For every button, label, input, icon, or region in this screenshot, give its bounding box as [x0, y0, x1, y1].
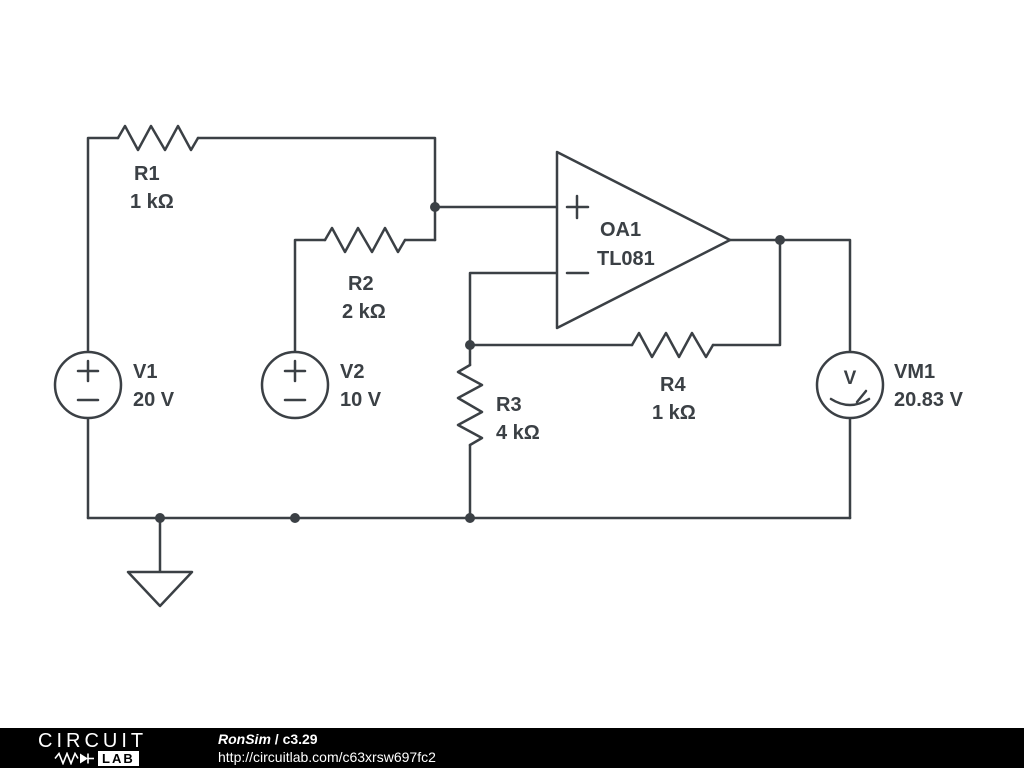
resistor-r3[interactable]: R3 4 kΩ: [456, 363, 540, 447]
v1-value-label: 20 V: [133, 389, 175, 411]
junction-dot: [465, 513, 475, 523]
circuitlab-logo: CIRCUIT LAB: [0, 731, 180, 766]
junction-dot: [430, 202, 440, 212]
r1-zigzag: [116, 124, 200, 152]
vm1-meter-arc: [829, 397, 871, 407]
vm1-meter-needle: [855, 389, 868, 404]
v2-value-label: 10 V: [340, 389, 382, 411]
wires: [86, 136, 852, 574]
source-v1[interactable]: V1 20 V: [53, 350, 175, 420]
r1-name-label: R1: [134, 163, 160, 185]
r1-value-label: 1 kΩ: [130, 191, 174, 213]
r3-value-label: 4 kΩ: [496, 422, 540, 444]
resistor-r1[interactable]: R1 1 kΩ: [116, 124, 200, 213]
circuit-id: c3.29: [282, 731, 318, 747]
v1-body: [53, 350, 123, 420]
opamp-oa1[interactable]: OA1 TL081: [555, 150, 732, 330]
wire-opamp-minus-feedback: [468, 271, 559, 347]
resistor-r4[interactable]: R4 1 kΩ: [630, 331, 715, 424]
r3-zigzag: [456, 363, 484, 447]
source-v2[interactable]: V2 10 V: [260, 350, 382, 420]
oa1-triangle: [555, 150, 732, 330]
r2-name-label: R2: [348, 273, 374, 295]
r3-name-label: R3: [496, 394, 522, 416]
oa1-noninverting-plus-icon: [565, 194, 590, 220]
oa1-part-label: TL081: [597, 248, 655, 270]
oa1-name-label: OA1: [600, 219, 641, 241]
vm1-value-label: 20.83 V: [894, 389, 964, 411]
voltmeter-vm1[interactable]: V VM1 20.83 V: [815, 350, 964, 420]
r4-zigzag: [630, 331, 715, 359]
circuitlab-logo-text: CIRCUIT: [38, 729, 148, 752]
wire-v2-to-r2: [293, 238, 327, 354]
circuit-url: http://circuitlab.com/c63xrsw697fc2: [218, 749, 436, 765]
v1-plus-icon: [76, 359, 100, 383]
v2-name-label: V2: [340, 361, 364, 383]
vm1-name-label: VM1: [894, 361, 935, 383]
circuit-author: RonSim: [218, 731, 271, 747]
junction-dot: [775, 235, 785, 245]
v1-name-label: V1: [133, 361, 157, 383]
vm1-meter-letter: V: [844, 368, 857, 389]
circuit-schematic: R1 1 kΩ R2 2 kΩ R3 4 kΩ R4 1 kΩ: [53, 124, 964, 608]
wire-r1-to-node: [196, 136, 437, 242]
ground-symbol[interactable]: [126, 570, 194, 608]
footer-bar: CIRCUIT LAB RonSim / c3.29 http://circui…: [0, 728, 1024, 768]
junction-dot: [290, 513, 300, 523]
ground-triangle-icon: [126, 570, 194, 608]
title-separator: /: [270, 731, 283, 747]
junction-dot: [155, 513, 165, 523]
r4-value-label: 1 kΩ: [652, 402, 696, 424]
wire-v1-to-r1: [86, 136, 120, 354]
r2-zigzag: [323, 226, 407, 254]
circuitlab-logo-lab: LAB: [98, 750, 139, 766]
junction-dot: [465, 340, 475, 350]
resistor-zigzag-icon: [54, 751, 94, 765]
resistor-r2[interactable]: R2 2 kΩ: [323, 226, 407, 323]
schematic-canvas: R1 1 kΩ R2 2 kΩ R3 4 kΩ R4 1 kΩ: [53, 124, 964, 608]
v2-plus-icon: [283, 359, 307, 383]
r2-value-label: 2 kΩ: [342, 301, 386, 323]
wire-r4-to-output: [711, 238, 782, 347]
r4-name-label: R4: [660, 374, 686, 396]
circuit-title: RonSim / c3.29: [218, 730, 436, 748]
v2-body: [260, 350, 330, 420]
junction-dots: [155, 202, 785, 523]
wire-output-to-vm1: [728, 238, 852, 354]
